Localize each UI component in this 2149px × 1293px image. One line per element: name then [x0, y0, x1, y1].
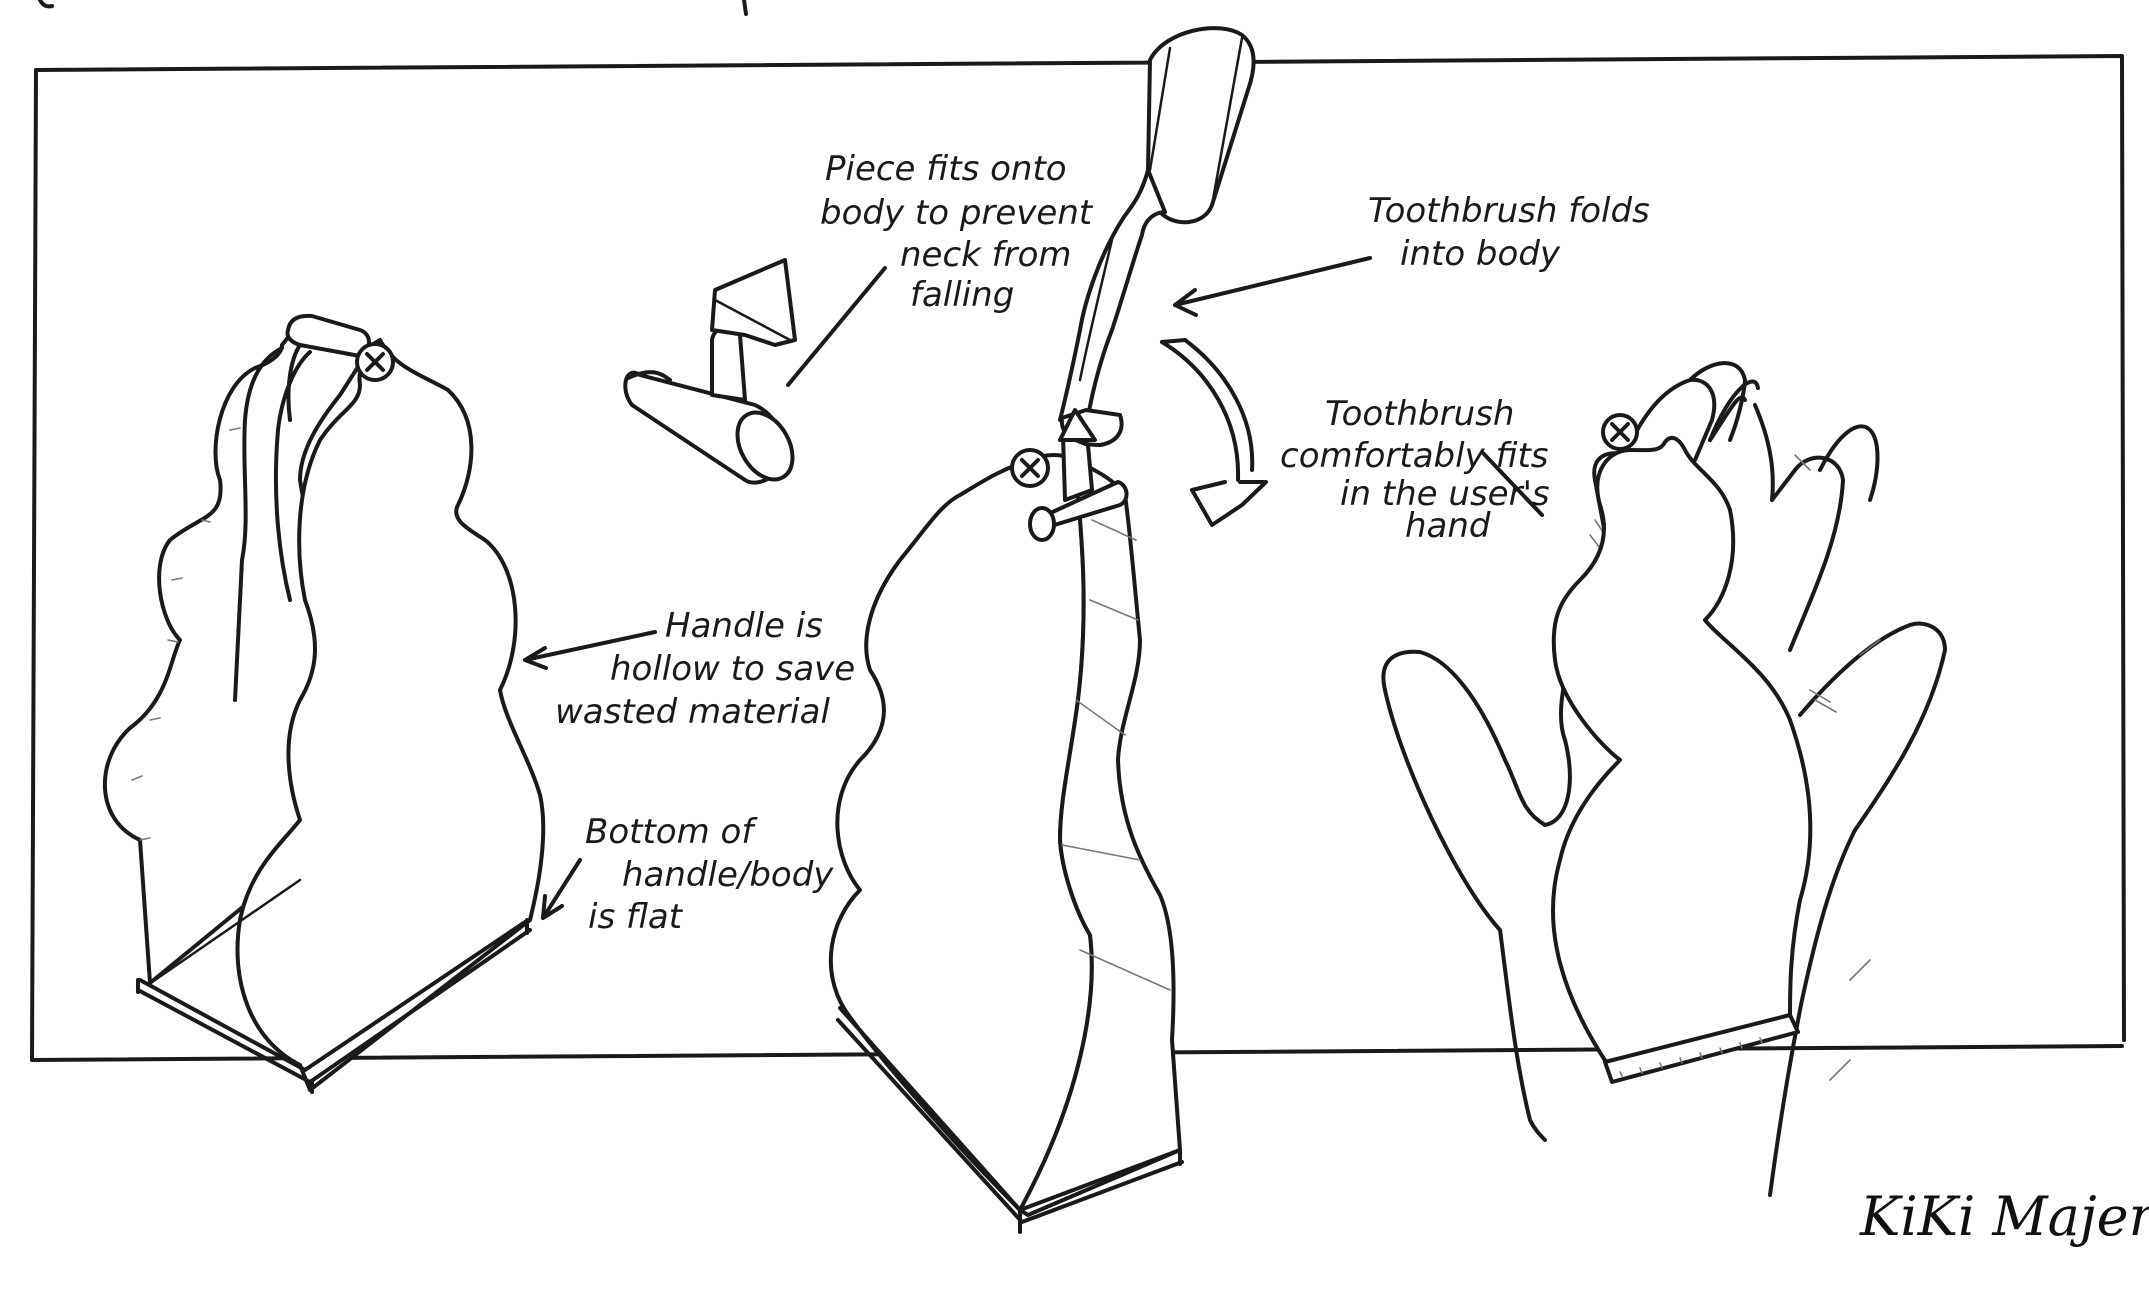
annotation-flat-bottom: Bottom of handle/body is flat — [585, 812, 834, 937]
right-screw-icon — [1601, 413, 1639, 451]
center-screw-icon — [1010, 448, 1050, 488]
annotation-line: Handle is — [665, 606, 823, 646]
hand-fit-leader-arrow — [1481, 451, 1544, 517]
annotation-line: Bottom of — [585, 812, 758, 852]
piece-fits-leader-arrow — [786, 266, 887, 387]
annotation-hollow: Handle is hollow to save wasted material — [555, 606, 855, 732]
hand-with-handle-drawing — [1381, 361, 1947, 1197]
annotation-line: is flat — [588, 897, 684, 937]
folds-leader-arrow — [1173, 256, 1372, 317]
annotation-hand-fit: Toothbrush comfortably fits in the user'… — [1280, 394, 1550, 546]
annotation-line: body to prevent — [820, 193, 1094, 233]
hollow-leader-arrow — [523, 630, 657, 670]
annotation-line: Toothbrush — [1325, 394, 1514, 434]
annotation-line: Toothbrush folds — [1368, 191, 1650, 231]
annotation-line: comfortably fits — [1280, 436, 1549, 476]
annotation-line: handle/body — [622, 855, 834, 895]
fold-arrow-icon — [1160, 338, 1268, 527]
annotation-line: neck from — [900, 235, 1072, 275]
annotation-line: wasted material — [555, 692, 830, 732]
annotation-line: Piece fits onto — [825, 149, 1067, 189]
left-screw-icon — [355, 342, 395, 382]
annotation-line: into body — [1400, 234, 1561, 274]
annotation-line: hand — [1405, 506, 1491, 546]
sketch-frame — [30, 54, 2126, 1062]
annotation-piece-fits: Piece fits onto body to prevent neck fro… — [820, 149, 1094, 315]
annotation-line: hollow to save — [610, 649, 855, 689]
toothbrush-assembly-drawing — [828, 26, 1256, 1234]
top-title-fragment — [38, 0, 748, 16]
annotation-line: falling — [910, 275, 1014, 315]
hollow-handle-drawing — [102, 313, 546, 1094]
artist-signature: KiKi Majerac — [1859, 1185, 2149, 1248]
annotation-line: in the user's — [1340, 474, 1550, 514]
annotation-folds: Toothbrush folds into body — [1368, 191, 1650, 274]
flat-bottom-leader-arrow — [541, 858, 582, 920]
stopper-piece-drawing — [623, 258, 797, 485]
